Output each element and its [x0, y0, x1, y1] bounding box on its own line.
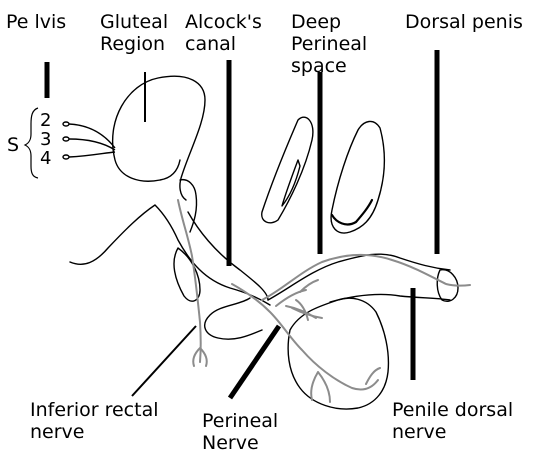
label-alcocks-canal: Alcock's canal: [185, 11, 262, 55]
sacral-brace: [25, 108, 38, 178]
sacral-root-s4: [69, 152, 115, 157]
label-alcocks-canal-line-2: canal: [185, 33, 262, 55]
ischial-tuberosity-outline: [70, 205, 270, 305]
perineal-body-outline: [205, 298, 262, 339]
label-deep-perineal-space-line-1: Deep: [291, 11, 367, 33]
label-deep-perineal-space-line-2: Perineal: [291, 33, 367, 55]
sacral-letter: S: [7, 134, 19, 156]
label-perineal-nerve-line-2: Nerve: [202, 432, 278, 454]
label-dorsal-penis-line-1: Dorsal penis: [405, 11, 523, 33]
pudendal-nerve-trunk: [178, 200, 201, 362]
dorsal-branch-twigs: [276, 280, 318, 320]
perineal-nerve-branch: [232, 284, 378, 390]
label-perineal-nerve-line-1: Perineal: [202, 410, 278, 432]
label-alcocks-canal-line-1: Alcock's: [185, 11, 262, 33]
label-deep-perineal-space: Deep Perineal space: [291, 11, 367, 77]
label-inferior-rectal-nerve-line-2: nerve: [30, 421, 159, 443]
label-deep-perineal-space-line-3: space: [291, 55, 367, 77]
label-dorsal-penis: Dorsal penis: [405, 11, 523, 33]
label-inferior-rectal-nerve-line-1: Inferior rectal: [30, 399, 159, 421]
scrotal-outline: [288, 298, 388, 409]
sacral-level-4: 4: [40, 150, 51, 168]
label-gluteal-region: Gluteal Region: [100, 11, 168, 55]
sacral-level-3: 3: [40, 131, 51, 149]
label-gluteal-region-line-2: Region: [100, 33, 168, 55]
label-inferior-rectal-nerve: Inferior rectal nerve: [30, 399, 159, 443]
label-penile-dorsal-nerve-line-2: nerve: [392, 421, 513, 443]
pointer-perineal-nerve: [230, 326, 279, 398]
ischial-outline: [180, 180, 197, 232]
corpus-right-outline: [331, 121, 384, 233]
label-pelvis: Pe lvis: [6, 11, 66, 33]
pointer-inferior-rectal-nerve: [132, 326, 196, 396]
label-perineal-nerve: Perineal Nerve: [202, 410, 278, 454]
gluteal-outline: [113, 76, 205, 200]
label-penile-dorsal-nerve: Penile dorsal nerve: [392, 399, 513, 443]
label-gluteal-region-line-1: Gluteal: [100, 11, 168, 33]
corpus-left-outline: [262, 117, 313, 223]
corpus-right-inner: [332, 200, 372, 224]
label-penile-dorsal-nerve-line-1: Penile dorsal: [392, 399, 513, 421]
sacral-level-2: 2: [40, 112, 51, 130]
sacral-root-s2: [69, 124, 115, 148]
label-pelvis-line-1: Pe lvis: [6, 11, 66, 33]
perineal-twig-1: [311, 372, 330, 402]
